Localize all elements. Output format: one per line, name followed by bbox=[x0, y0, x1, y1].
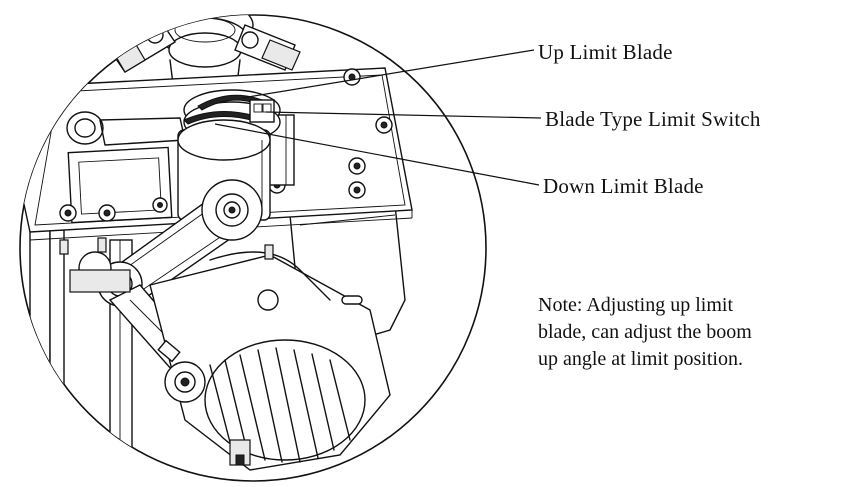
callout-blade-type-limit-switch: Blade Type Limit Switch bbox=[545, 107, 761, 131]
callout-down-limit-blade: Down Limit Blade bbox=[543, 174, 704, 198]
limit-switch-assembly bbox=[183, 89, 295, 186]
callout-up-limit-blade: Up Limit Blade bbox=[538, 40, 673, 64]
leader-blade-type-limit-switch bbox=[265, 111, 542, 119]
note-line-3: up angle at limit position. bbox=[538, 348, 743, 370]
leader-up-limit-blade bbox=[241, 49, 535, 99]
note-line-1: Note: Adjusting up limit bbox=[538, 294, 734, 316]
note-line-2: blade, can adjust the boom bbox=[538, 321, 752, 343]
leader-down-limit-blade bbox=[214, 123, 540, 186]
top-right-clamp bbox=[234, 24, 301, 71]
mechanism-assembly bbox=[21, 15, 413, 481]
adjustment-note: Note: Adjusting up limit blade, can adju… bbox=[538, 292, 838, 373]
motor bbox=[149, 251, 391, 471]
